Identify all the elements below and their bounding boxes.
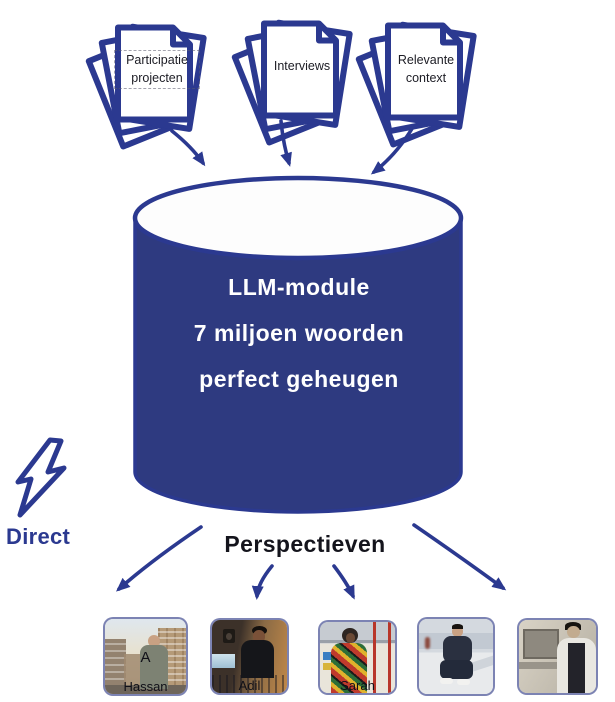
studio-screen [212,653,235,669]
document-stack-icon [355,21,477,148]
lightning-icon [15,437,67,518]
mixing-desk [212,674,287,693]
photo-name: Hassan [123,679,168,694]
photo-sarah: Sarah [318,620,397,695]
document-stack-context: Relevante context [355,4,495,148]
person-body [139,645,169,689]
ground [105,685,186,694]
photo-name: Adil [238,678,261,693]
cylinder-line-3: perfect geheugen [199,366,399,392]
person-legs [440,659,473,679]
counter [519,662,563,669]
sneaker [440,678,454,685]
stack-label-interviews: Interviews [273,59,331,73]
building [105,638,127,687]
arrow-icon-cylinder-to-photo4 [332,564,355,600]
cylinder-line-2: 7 miljoen woorden [193,320,405,346]
database-cylinder [132,175,464,514]
photo-hallway [417,617,495,696]
person-head [345,632,356,643]
person-head [451,625,464,637]
person-vest [567,643,586,693]
person-body [331,643,367,693]
photo-adil: Adil [210,618,289,695]
person-hair [451,623,464,629]
perspectives-label: Perspectieven [224,531,386,557]
photo-overlay-letter: A [140,649,151,666]
person-head [253,630,266,643]
document-stack-interviews: Interviews [231,2,371,146]
background-figure [424,637,431,649]
stack-label-context: Relevante context [397,53,455,85]
person-body [240,640,274,679]
wall-art [323,651,331,661]
document-stack-participatie: Participatie projecten [85,6,225,150]
photo-hassan: A Hassan [103,617,188,696]
mirror [522,628,560,660]
sneaker [457,679,471,685]
red-pole [387,622,391,693]
cylinder-text: LLM-module 7 miljoen woorden perfect geh… [138,274,460,412]
person-head [566,625,580,639]
cylinder-line-1: LLM-module [228,274,370,300]
wall-art [323,663,331,671]
document-stack-icon [231,19,353,146]
arrow-icon-cylinder-to-photo2 [251,564,274,600]
ceiling-beam [320,640,395,644]
direct-label: Direct [6,524,71,549]
photo-barbershop [517,618,598,695]
person-body [443,635,472,663]
photo-name: Sarah [340,678,375,693]
studio-speaker [222,628,235,644]
person-head [147,634,161,647]
red-pole [372,622,376,693]
stack-label-participatie: Participatie projecten [114,50,200,89]
